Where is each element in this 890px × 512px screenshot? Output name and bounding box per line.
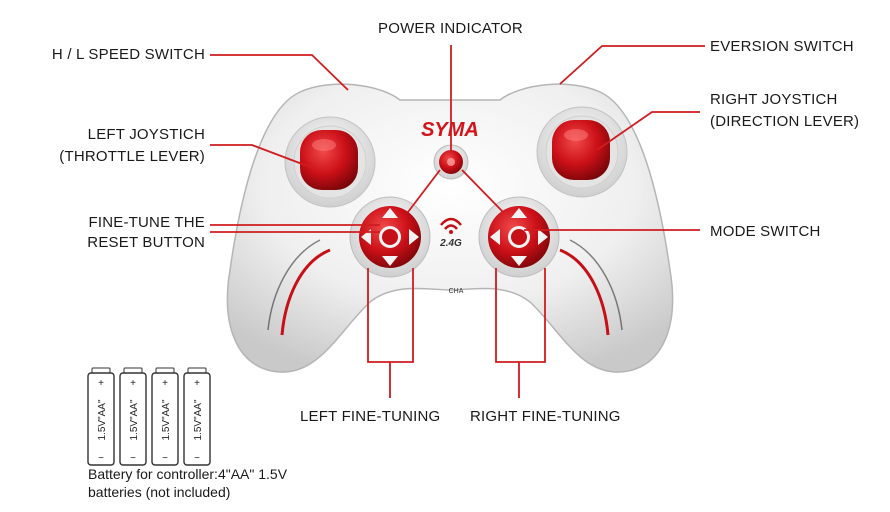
leader-right-joystick xyxy=(596,111,700,151)
leader-eversion xyxy=(559,45,705,85)
power-indicator-button[interactable] xyxy=(433,144,469,180)
battery-cell: + − 1.5V"AA" xyxy=(87,367,115,466)
leader-power-right xyxy=(461,169,504,213)
label-fine-tune-1: FINE-TUNE THE xyxy=(88,214,205,231)
right-dpad[interactable] xyxy=(478,196,560,278)
battery-cell-label: 1.5V"AA" xyxy=(161,399,172,440)
battery-minus: − xyxy=(194,453,200,464)
leader-hl-speed xyxy=(210,54,349,91)
battery-plus: + xyxy=(130,378,136,389)
battery-cell-label: 1.5V"AA" xyxy=(97,399,108,440)
leader-lines xyxy=(210,45,705,398)
frequency-label: 2.4G xyxy=(439,238,462,249)
signal-icon xyxy=(440,217,462,234)
battery-plus: + xyxy=(194,378,200,389)
leader-left-joystick xyxy=(210,144,319,171)
label-power-indicator: POWER INDICATOR xyxy=(378,20,523,37)
battery-note-line2: batteries (not included) xyxy=(88,484,231,500)
battery-cell: + − 1.5V"AA" xyxy=(183,367,211,466)
brand-logo: SYMA xyxy=(421,119,479,141)
leader-right-fine-bracket xyxy=(495,268,546,363)
battery-minus: − xyxy=(130,453,136,464)
battery-note-line1: Battery for controller:4"AA" 1.5V xyxy=(88,466,288,482)
left-dpad[interactable] xyxy=(349,196,431,278)
leader-power-left xyxy=(407,169,441,213)
battery-plus: + xyxy=(162,378,168,389)
battery-minus: − xyxy=(98,453,104,464)
label-mode-switch: MODE SWITCH xyxy=(710,223,821,240)
label-fine-tune-2: RESET BUTTON xyxy=(87,234,205,251)
battery-group: + − 1.5V"AA" + − 1.5V"AA" + − 1.5V"AA" xyxy=(87,367,211,466)
label-left-joystick-2: (THROTTLE LEVER) xyxy=(59,148,205,165)
label-right-fine-tuning: RIGHT FINE-TUNING xyxy=(470,408,621,425)
label-left-fine-tuning: LEFT FINE-TUNING xyxy=(300,408,441,425)
battery-cell: + − 1.5V"AA" xyxy=(119,367,147,466)
left-joystick[interactable] xyxy=(284,116,376,208)
battery-plus: + xyxy=(98,378,104,389)
label-left-joystick-1: LEFT JOYSTICH xyxy=(87,126,205,143)
label-right-joystick-2: (DIRECTION LEVER) xyxy=(710,113,860,130)
battery-minus: − xyxy=(162,453,168,464)
battery-cell-label: 1.5V"AA" xyxy=(129,399,140,440)
battery-cell: + − 1.5V"AA" xyxy=(151,367,179,466)
label-eversion-switch: EVERSION SWITCH xyxy=(710,38,854,55)
label-right-joystick-1: RIGHT JOYSTICH xyxy=(710,91,838,108)
label-hl-speed-switch: H / L SPEED SWITCH xyxy=(51,46,205,63)
battery-cell-label: 1.5V"AA" xyxy=(193,399,204,440)
channel-label: CHA xyxy=(449,288,464,295)
right-joystick[interactable] xyxy=(536,106,628,198)
